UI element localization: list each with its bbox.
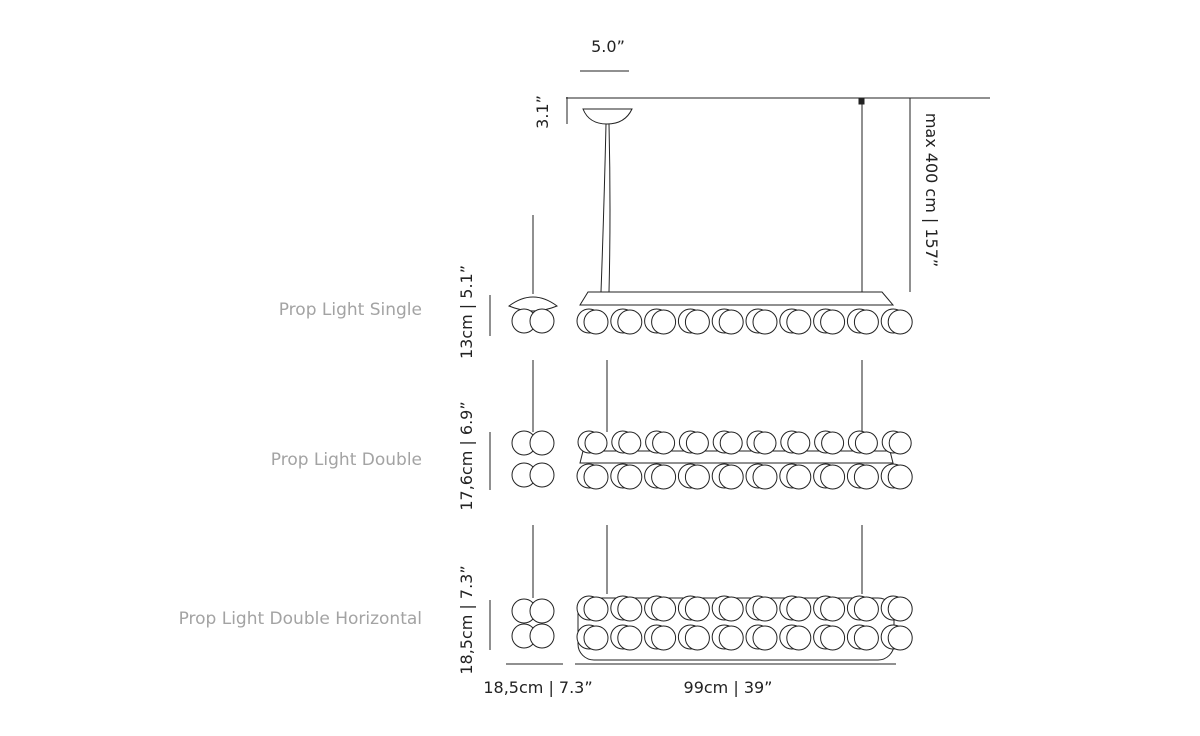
sphere-horizontal-bottom [583, 625, 609, 651]
variant-label-double: Prop Light Double [270, 450, 422, 470]
sphere-double-bottom [718, 464, 744, 490]
sphere-horizontal-top [853, 596, 879, 622]
sphere-double-top [821, 431, 845, 455]
height-label-double: 17,6cm | 6.9” [457, 401, 476, 510]
sphere-horizontal-bottom [651, 625, 677, 651]
sphere-horizontal-top [684, 596, 710, 622]
sphere-horizontal-bottom [786, 625, 812, 651]
side-sphere-horizontal-bottom [529, 623, 555, 649]
canopy-shape [582, 108, 633, 125]
canopy-width-label: 5.0” [591, 37, 625, 56]
sphere-double-bottom [786, 464, 812, 490]
side-sphere-double-top [529, 430, 555, 456]
sphere-horizontal-top [583, 596, 609, 622]
length-label: 99cm | 39” [684, 678, 773, 697]
sphere-horizontal-bottom [684, 625, 710, 651]
height-label-single: 13cm | 5.1” [457, 265, 476, 359]
sphere-double-top [652, 431, 676, 455]
sphere-horizontal-top [887, 596, 913, 622]
power-cable [600, 123, 607, 293]
sphere-double-top [888, 431, 912, 455]
sphere-horizontal-bottom [617, 625, 643, 651]
sphere-horizontal-top [820, 596, 846, 622]
sphere-horizontal-bottom [820, 625, 846, 651]
sphere-horizontal-top [617, 596, 643, 622]
sphere-single [752, 309, 778, 335]
sphere-single [853, 309, 879, 335]
sphere-horizontal-bottom [887, 625, 913, 651]
depth-label: 18,5cm | 7.3” [483, 678, 592, 697]
variant-label-single: Prop Light Single [278, 300, 422, 320]
power-cable-2 [608, 123, 611, 293]
height-label-horizontal: 18,5cm | 7.3” [457, 565, 476, 674]
sphere-double-top [854, 431, 878, 455]
sphere-double-bottom [752, 464, 778, 490]
sphere-horizontal-top [786, 596, 812, 622]
sphere-double-top [685, 431, 709, 455]
sphere-double-bottom [684, 464, 710, 490]
sphere-single [887, 309, 913, 335]
sphere-single [684, 309, 710, 335]
sphere-double-top [584, 431, 608, 455]
side-sphere-single [529, 308, 555, 334]
max-suspension-label: max 400 cm | 157” [922, 113, 941, 267]
sphere-double-top [753, 431, 777, 455]
sphere-double-bottom [887, 464, 913, 490]
light-plate-single [579, 291, 895, 306]
sphere-horizontal-top [651, 596, 677, 622]
sphere-horizontal-top [752, 596, 778, 622]
sphere-double-bottom [651, 464, 677, 490]
variant-label-double-horizontal: Prop Light Double Horizontal [178, 609, 422, 629]
sphere-horizontal-bottom [752, 625, 778, 651]
canopy-height-label: 3.1” [533, 95, 552, 129]
sphere-single [651, 309, 677, 335]
side-cap-single [507, 296, 559, 312]
sphere-double-top [787, 431, 811, 455]
ceiling-anchor [858, 97, 865, 105]
sphere-double-bottom [617, 464, 643, 490]
sphere-double-bottom [853, 464, 879, 490]
sphere-horizontal-top [718, 596, 744, 622]
sphere-single [583, 309, 609, 335]
sphere-single [820, 309, 846, 335]
sphere-single [617, 309, 643, 335]
side-sphere-horizontal-top [529, 598, 555, 624]
sphere-horizontal-bottom [718, 625, 744, 651]
side-sphere-double-bottom [529, 462, 555, 488]
sphere-double-top [719, 431, 743, 455]
sphere-single [786, 309, 812, 335]
sphere-horizontal-bottom [853, 625, 879, 651]
sphere-single [718, 309, 744, 335]
sphere-double-bottom [820, 464, 846, 490]
sphere-double-top [618, 431, 642, 455]
sphere-double-bottom [583, 464, 609, 490]
